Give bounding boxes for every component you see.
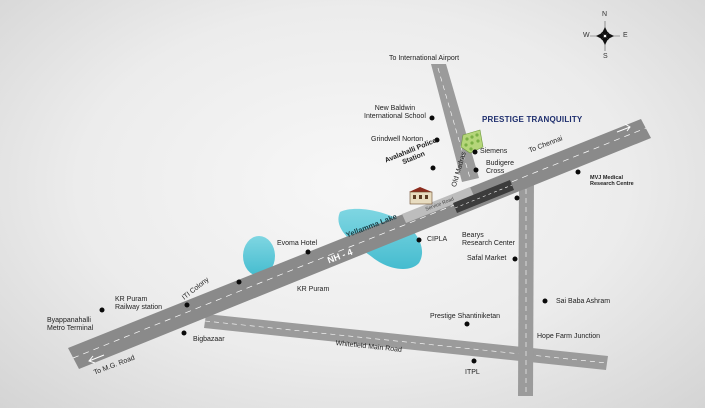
label-itpl: ITPL — [465, 369, 480, 376]
service-road — [402, 187, 474, 223]
marker-new-baldwin — [429, 115, 435, 121]
marker-shantiniketan — [464, 321, 470, 327]
label-cipla: CIPLA — [427, 236, 448, 243]
label-sai-baba: Sai Baba Ashram — [556, 298, 611, 305]
marker-evoma — [305, 249, 311, 255]
label-kr-puram-railway: KR Puram Railway station — [115, 296, 163, 312]
marker-sai-baba — [542, 298, 548, 304]
police-station-icon — [409, 187, 433, 205]
label-grindwell: Grindwell Norton — [371, 136, 424, 143]
label-evoma: Evoma Hotel — [277, 240, 318, 247]
marker-siemens — [472, 149, 478, 155]
project-title: PRESTIGE TRANQUILITY — [482, 115, 583, 124]
label-to-airport: To International Airport — [389, 55, 460, 62]
label-budigere: Budigere Cross — [486, 160, 515, 176]
label-bigbazaar: Bigbazaar — [193, 336, 225, 343]
label-hope-farm: Hope Farm Junction — [537, 333, 601, 340]
label-siemens: Siemens — [480, 148, 508, 155]
arrow-icon-mg-road — [88, 354, 105, 364]
marker-bearys — [514, 195, 520, 201]
marker-byappanahalli — [99, 307, 105, 313]
compass-icon — [590, 21, 620, 51]
airport-road — [431, 64, 479, 182]
compass-w: W — [583, 32, 590, 39]
marker-safal — [512, 256, 518, 262]
label-mvj: MVJ Medical Research Centre — [590, 175, 634, 188]
compass-n: N — [602, 11, 608, 18]
label-bearys: Bearys Research Center — [462, 232, 515, 248]
label-new-baldwin: New Baldwin International School — [364, 105, 426, 121]
label-safal: Safal Market — [467, 255, 507, 262]
compass-e: E — [623, 32, 628, 39]
marker-budigere — [473, 167, 479, 173]
marker-cipla — [416, 237, 422, 243]
hope-farm-road — [518, 176, 534, 396]
marker-iti — [236, 279, 242, 285]
marker-avalahalli — [430, 165, 436, 171]
marker-bigbazaar — [181, 330, 187, 336]
marker-kr-puram-rly — [184, 302, 190, 308]
label-byappanahalli: Byappanahalli Metro Terminal — [47, 317, 94, 333]
marker-grindwell — [434, 137, 440, 143]
label-shantiniketan: Prestige Shantiniketan — [430, 313, 501, 320]
marker-itpl — [471, 358, 477, 364]
evoma-lake-shape — [243, 236, 275, 276]
arrow-icon-chennai — [616, 123, 631, 133]
landmark-markers — [99, 115, 581, 364]
label-kr-puram: KR Puram — [297, 286, 330, 293]
marker-mvj — [575, 169, 581, 175]
compass-s: S — [603, 53, 608, 60]
nh4-road — [68, 119, 651, 369]
